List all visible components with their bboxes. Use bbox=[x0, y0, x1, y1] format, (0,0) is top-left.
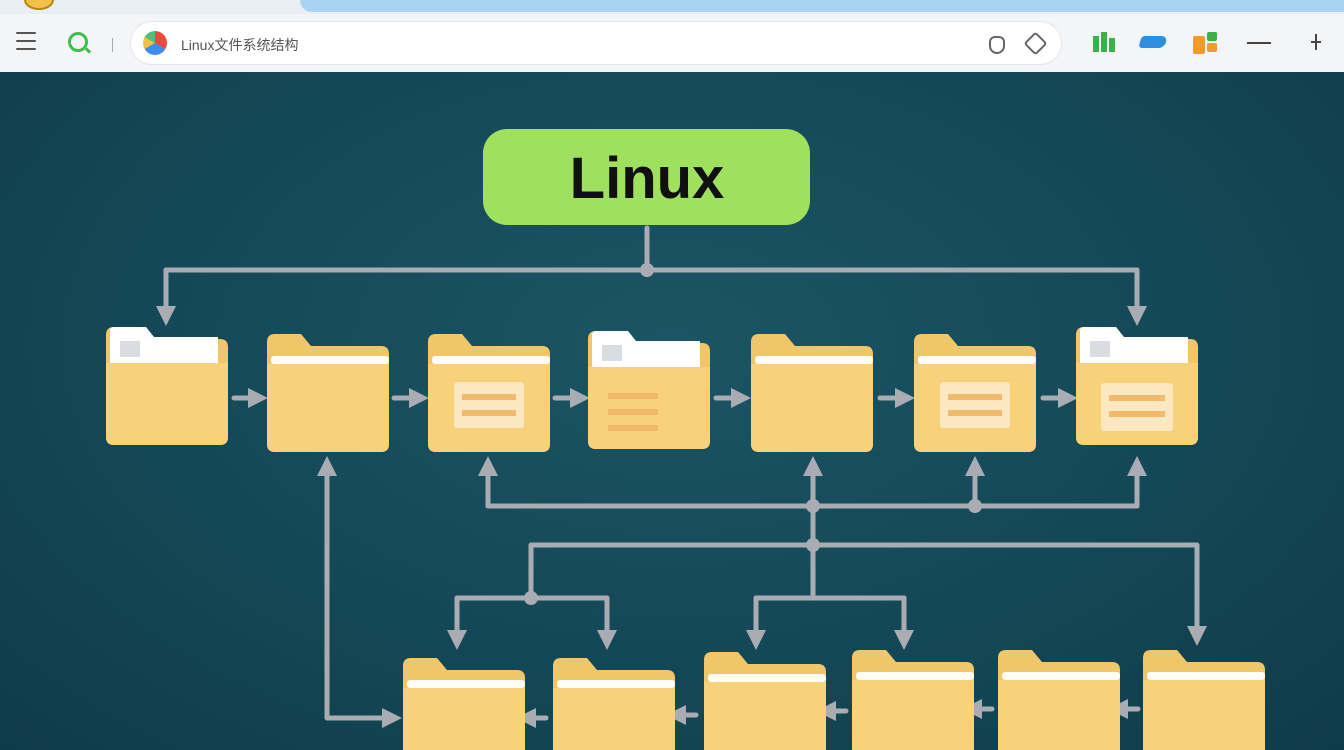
toolbar-divider bbox=[112, 38, 113, 52]
folder-4-lines bbox=[608, 393, 658, 431]
search-icon[interactable] bbox=[68, 32, 88, 52]
folder-8 bbox=[403, 658, 525, 750]
active-tab-highlight[interactable] bbox=[300, 0, 1344, 12]
folder-9 bbox=[553, 658, 675, 750]
new-tab-icon[interactable] bbox=[1308, 34, 1324, 50]
folder-10 bbox=[704, 652, 826, 750]
puzzle-extension-icon[interactable] bbox=[1193, 32, 1219, 54]
address-text[interactable]: Linux文件系统结构 bbox=[181, 37, 299, 53]
root-node-label: Linux bbox=[570, 146, 725, 211]
folder-12 bbox=[998, 650, 1120, 750]
folder-1 bbox=[106, 327, 228, 445]
bird-extension-icon[interactable] bbox=[1138, 32, 1168, 50]
browser-toolbar: Linux文件系统结构 bbox=[0, 14, 1344, 73]
reload-icon[interactable] bbox=[1023, 31, 1048, 56]
folder-5 bbox=[751, 334, 873, 452]
diagram-canvas: Linux bbox=[0, 72, 1344, 750]
minimize-icon[interactable] bbox=[1247, 42, 1271, 44]
folder-4 bbox=[588, 331, 710, 449]
connector-joints bbox=[524, 263, 982, 605]
folder-13 bbox=[1143, 650, 1265, 750]
bookmark-extension-icon[interactable] bbox=[1093, 32, 1115, 52]
folder-2 bbox=[267, 334, 389, 452]
folder-6 bbox=[914, 334, 1036, 452]
folder-3 bbox=[428, 334, 550, 452]
root-node: Linux bbox=[483, 129, 810, 225]
connector-arrows bbox=[156, 225, 1207, 728]
site-icon bbox=[143, 31, 167, 55]
browser-logo-icon bbox=[24, 0, 54, 10]
shield-icon[interactable] bbox=[989, 36, 1005, 54]
browser-top-strip bbox=[0, 0, 1344, 14]
filesystem-diagram: Linux bbox=[106, 129, 1265, 750]
folder-11 bbox=[852, 650, 974, 750]
address-bar[interactable]: Linux文件系统结构 bbox=[131, 22, 1061, 64]
menu-icon[interactable] bbox=[16, 32, 36, 50]
folder-7-doc bbox=[1101, 383, 1173, 431]
